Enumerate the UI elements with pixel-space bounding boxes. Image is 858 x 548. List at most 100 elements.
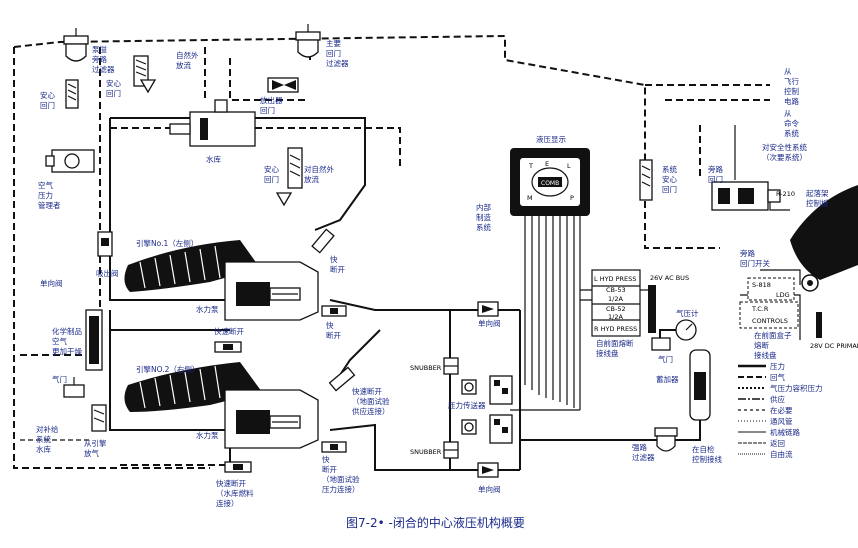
label-dryer-3: 更加干燥 bbox=[52, 346, 82, 356]
label-shutoff3-2: 断开 bbox=[322, 464, 337, 474]
legend-air-pressure: 气压力容积压力 bbox=[770, 383, 823, 393]
label-pressure-transmitter: 压力传送器 bbox=[448, 400, 486, 410]
label-shutoff4-1: 快速断开 bbox=[216, 478, 246, 488]
gauge-label-e: E bbox=[545, 160, 549, 168]
labels: 泵溢 旁路 过滤器 主要 回门 过滤器 自然外 放流 安心 回门 安心 回门 放… bbox=[36, 38, 858, 508]
circuit-breaker-box: L HYD PRESS CB-53 1/2A CB-52 1/2A R HYD … bbox=[591, 269, 689, 337]
filter-left-icon bbox=[63, 28, 89, 62]
label-cockpit-panel2-3: 接线盘 bbox=[754, 350, 777, 360]
pressure-indicator-panel: T E L M P COMB bbox=[510, 148, 590, 216]
label-safety2-2: 回门 bbox=[264, 175, 279, 184]
label-landing-gear-1: 起落架 bbox=[806, 188, 829, 198]
check-valve-2-icon bbox=[477, 462, 499, 478]
auto-relief-valve-icon bbox=[133, 55, 157, 94]
label-bypass-switch-1: 旁路 bbox=[740, 248, 755, 258]
label-pump-1: 水力泵 bbox=[196, 304, 219, 314]
snubber-2-icon bbox=[443, 441, 459, 459]
controls-box: T.C.R CONTROLS bbox=[739, 301, 799, 329]
quick-disconnect-2-icon bbox=[214, 341, 242, 353]
label-internal-1: 内部 bbox=[476, 202, 491, 212]
label-auto-valve-1: 自然外 bbox=[176, 50, 199, 60]
quick-disconnect-6-icon bbox=[224, 461, 252, 473]
label-shutoff2-2: （地面试验 bbox=[352, 396, 390, 406]
label-outlet-1: 对自然外 bbox=[304, 164, 334, 174]
label-from-flight-3: 控制 bbox=[784, 86, 799, 96]
check-valve-1-icon bbox=[477, 301, 499, 317]
label-system-relief-2: 安心 bbox=[662, 174, 677, 184]
label-bypass-2: 回门 bbox=[708, 175, 723, 184]
pressure-lines bbox=[109, 117, 701, 471]
outlet-relief-valve-icon bbox=[275, 147, 303, 207]
label-one-way-r2: 单向阀 bbox=[478, 484, 501, 494]
legend-supply: 供应 bbox=[770, 394, 785, 404]
ldg-label: LDG bbox=[776, 291, 790, 299]
label-internal-2: 制造 bbox=[476, 212, 491, 222]
filter-bottom-right-icon bbox=[654, 427, 678, 452]
gauge-label-p: P bbox=[570, 194, 574, 202]
engine-2-icon bbox=[124, 362, 319, 449]
label-safety-top-1: 安心 bbox=[106, 78, 121, 88]
label-snubber-2: SNUBBER bbox=[410, 448, 442, 456]
label-main-filter-2: 回门 bbox=[326, 49, 341, 58]
legend-vent: 通风管 bbox=[770, 416, 793, 426]
filter-main-icon bbox=[295, 24, 321, 58]
label-filter-overflow-1: 泵溢 bbox=[92, 44, 107, 54]
quick-disconnect-1-icon bbox=[311, 228, 335, 254]
pressure-transmitter-2-icon bbox=[461, 414, 513, 444]
gauge-label-t: T bbox=[528, 162, 533, 170]
label-aux-reservoir-3: 水库 bbox=[36, 444, 51, 454]
label-primary-bus: 28V DC PRIMARY BUS bbox=[810, 342, 858, 350]
label-from-engine-1: 从引擎 bbox=[84, 438, 107, 448]
label-from-flight-4: 电路 bbox=[784, 96, 799, 106]
label-cockpit-panel-2: 接线盘 bbox=[596, 348, 619, 358]
label-aux-reservoir-1: 对补给 bbox=[36, 424, 59, 434]
label-bypass-1: 旁路 bbox=[708, 164, 723, 174]
relay-l-hyd-press: L HYD PRESS bbox=[594, 275, 636, 283]
label-discharge-1: 放出器 bbox=[260, 95, 283, 105]
label-check-ground-2: 控制接线 bbox=[692, 454, 722, 464]
label-pump-2: 水力泵 bbox=[196, 430, 219, 440]
label-engine-1: 引擎No.1（左侧） bbox=[136, 238, 198, 248]
landing-gear-control-icon bbox=[790, 185, 858, 292]
quick-disconnect-5-icon bbox=[321, 441, 347, 453]
gauge-label-l: L bbox=[567, 162, 571, 170]
relay-cb52-amp: 1/2A bbox=[608, 313, 623, 321]
snubber-1-icon bbox=[443, 357, 459, 375]
relay-cb53-amp: 1/2A bbox=[608, 295, 623, 303]
legend-back: 返回 bbox=[770, 439, 785, 448]
quick-disconnect-3-icon bbox=[321, 305, 347, 317]
air-pressure-regulator-icon bbox=[45, 149, 95, 173]
label-check-ground-1: 在自检 bbox=[692, 444, 715, 454]
label-from-cmd-2: 命令 bbox=[784, 118, 799, 128]
label-pressure-panel: 液压显示 bbox=[536, 134, 566, 144]
label-bypass-switch-2: 回门开关 bbox=[740, 258, 770, 268]
label-air-valve-right: 气门 bbox=[658, 354, 673, 364]
label-shutoff4-3: 连接） bbox=[216, 498, 239, 508]
label-accumulator: 蓄加器 bbox=[656, 374, 679, 384]
label-system-relief-3: 回门 bbox=[662, 185, 677, 194]
label-shutoff-1: 快速断开 bbox=[214, 326, 244, 336]
label-snubber-1: SNUBBER bbox=[410, 364, 442, 372]
label-cockpit-panel-1: 自前面熔断 bbox=[596, 338, 634, 348]
quick-disconnect-4-icon bbox=[328, 366, 356, 392]
legend: 压力 回气 气压力容积压力 供应 在必要 通风管 机械链路 返回 自由流 bbox=[738, 361, 823, 459]
label-shutoff3-3: （地面试验 bbox=[322, 474, 360, 484]
label-from-cmd-1: 从 bbox=[784, 109, 792, 118]
ldg-switch-box: S-818 LDG bbox=[747, 277, 795, 301]
pressure-transmitter-1-icon bbox=[461, 375, 513, 405]
label-air-pressure-3: 管理者 bbox=[38, 200, 61, 210]
label-safety2-1: 安心 bbox=[264, 164, 279, 174]
gauge-label-comb: COMB bbox=[541, 180, 559, 187]
label-to-system-1: 对安全性系统 bbox=[762, 142, 807, 152]
label-dryer-2: 空气 bbox=[52, 336, 67, 346]
label-shutoff-a-2: 断开 bbox=[330, 264, 345, 274]
label-r210: R-210 bbox=[776, 190, 795, 198]
legend-mechanical: 机械链路 bbox=[770, 427, 800, 437]
relay-r-hyd-press: R HYD PRESS bbox=[594, 325, 637, 333]
label-relief-l-1: 安心 bbox=[40, 90, 55, 100]
relay-cb53: CB-53 bbox=[606, 286, 626, 294]
primary-bus-bar bbox=[816, 312, 822, 338]
chemical-dryer-icon bbox=[85, 309, 103, 371]
label-shutoff-a-1: 快 bbox=[330, 254, 338, 264]
engine-1-icon bbox=[124, 240, 319, 321]
